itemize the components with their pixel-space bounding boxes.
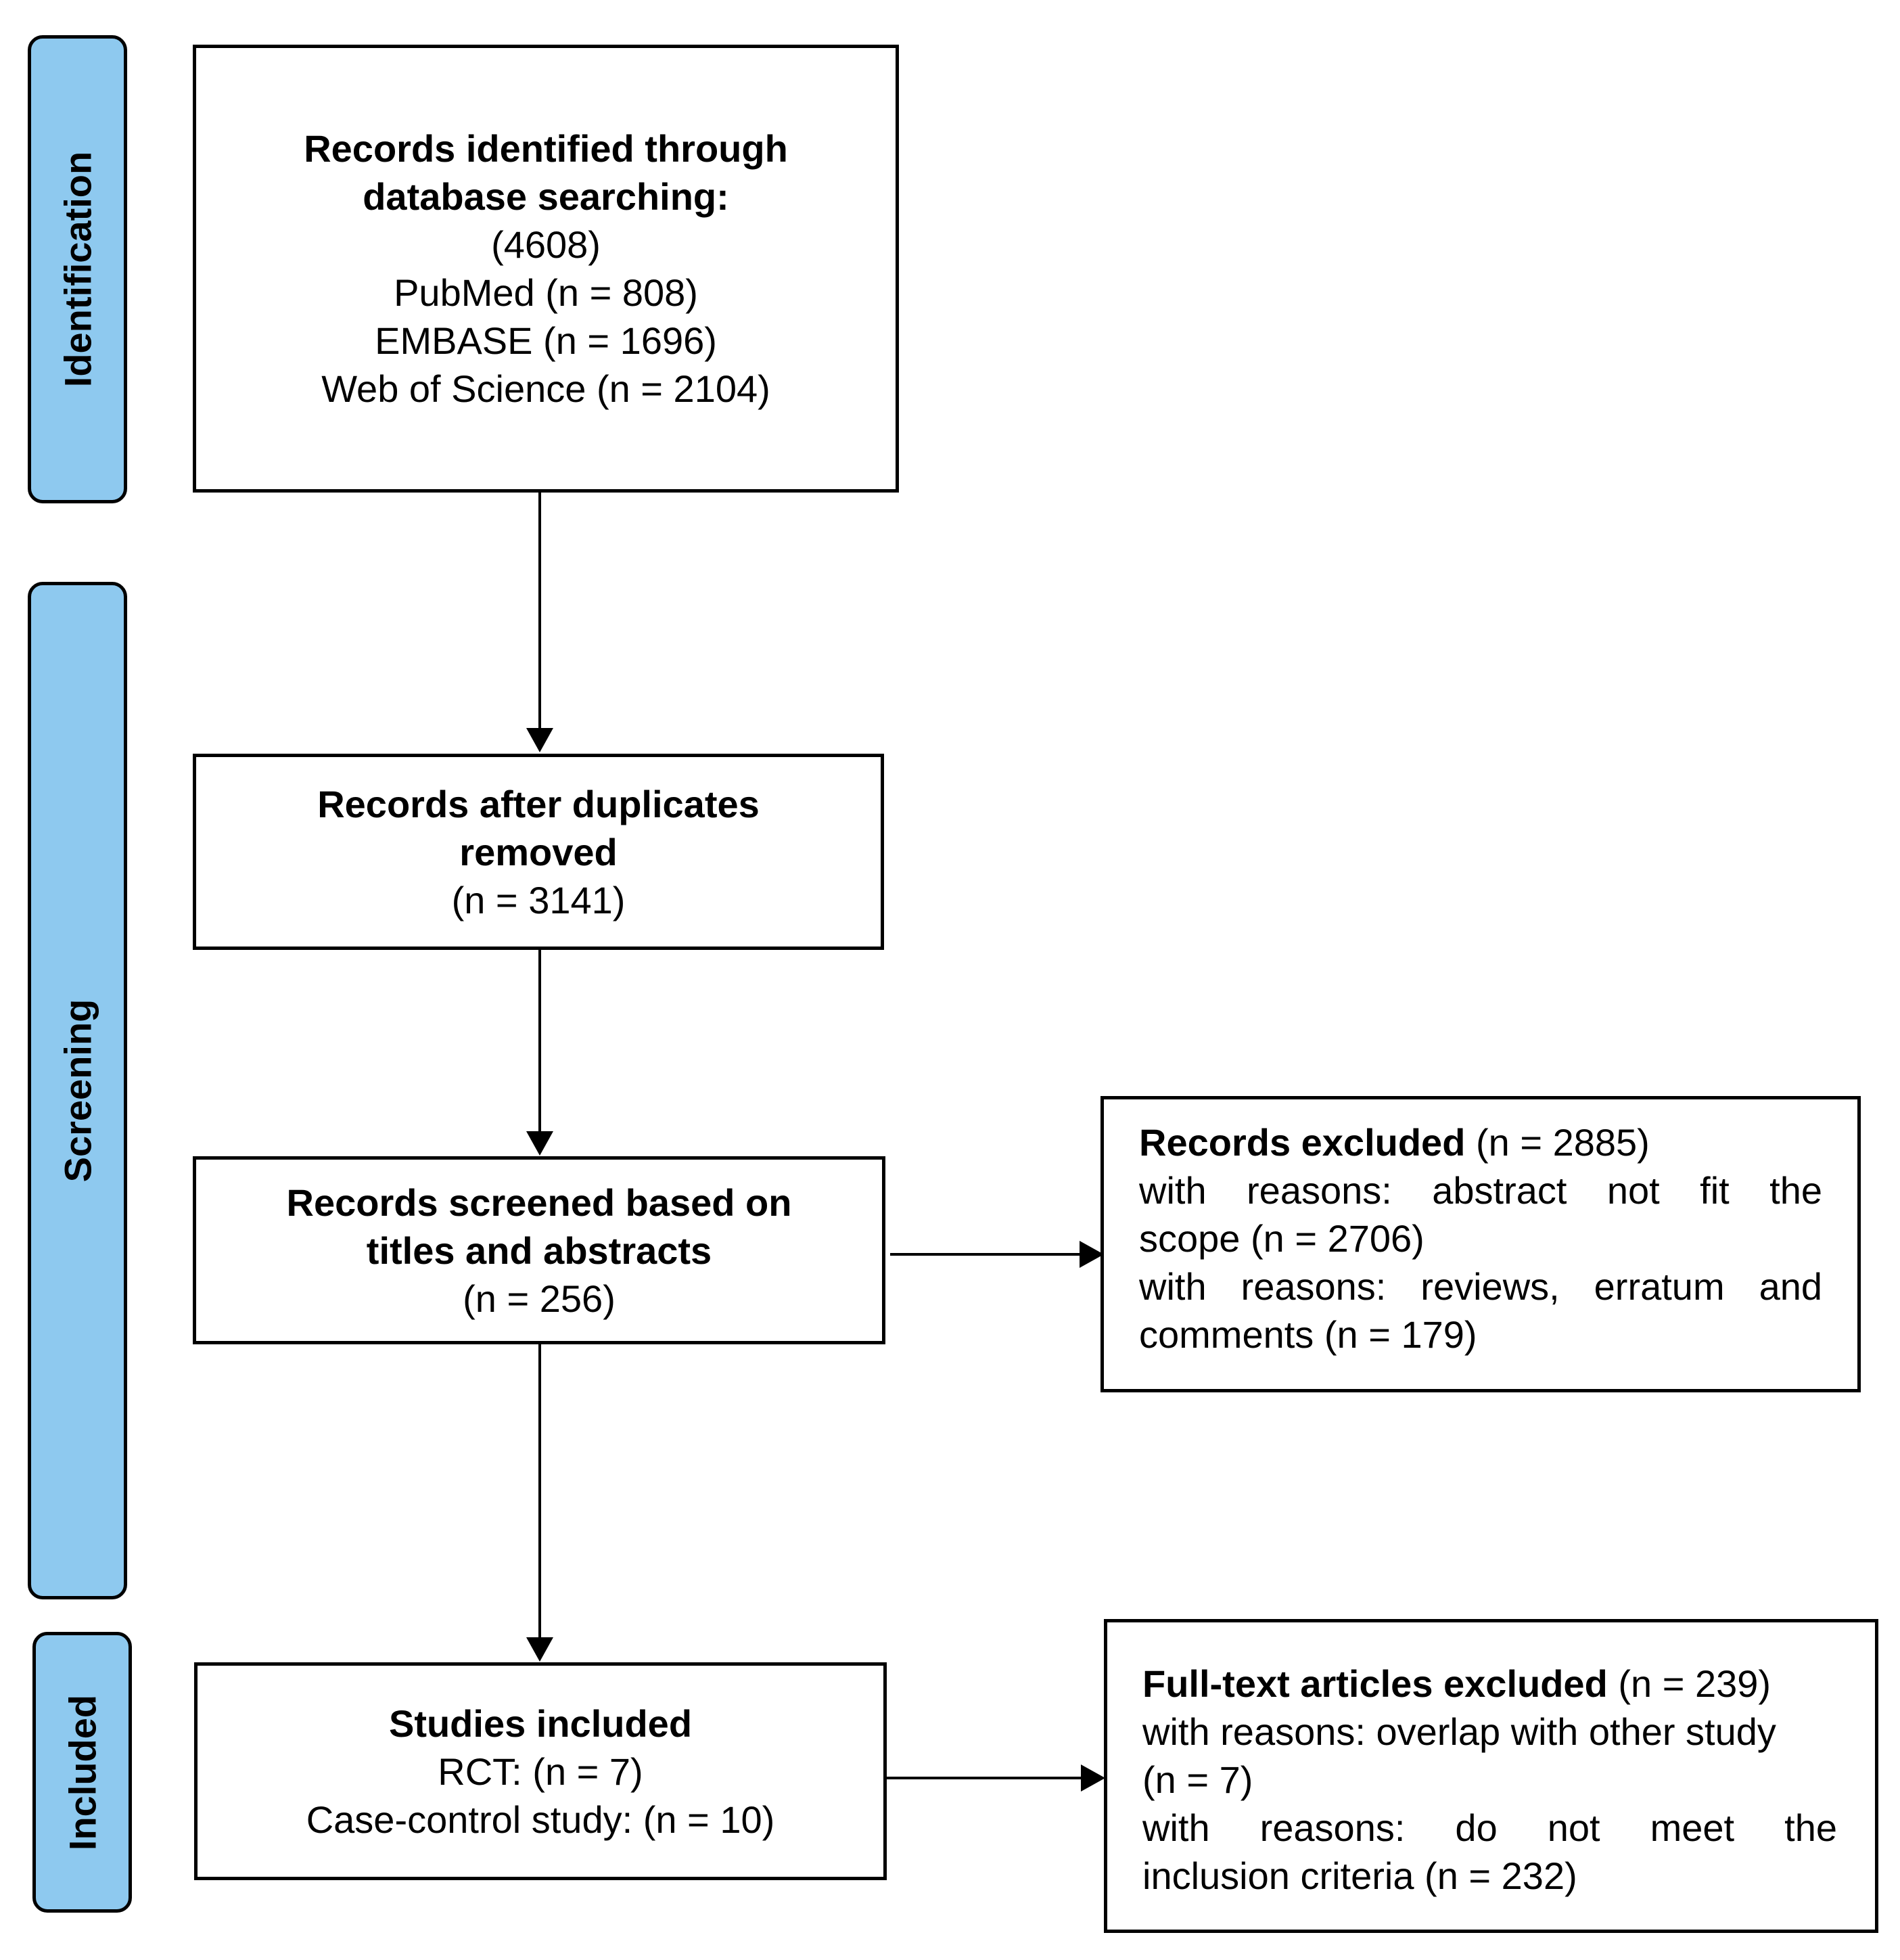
arrowhead-screened <box>526 1131 553 1156</box>
records-identified-title-2: database searching: <box>363 175 729 218</box>
included-rct: RCT: (n = 7) <box>438 1750 643 1793</box>
duplicates-count: (n = 3141) <box>451 878 626 921</box>
phase-identification: Identification <box>28 35 127 503</box>
fulltext-excluded-reason-1a: with reasons: overlap with other study <box>1142 1710 1776 1753</box>
records-excluded-reason-1a: with reasons: abstract not fit the <box>1139 1169 1822 1212</box>
records-identified-wos: Web of Science (n = 2104) <box>321 367 770 410</box>
phase-included: Included <box>32 1632 132 1913</box>
records-excluded-title: Records excluded <box>1139 1121 1466 1164</box>
records-identified-pubmed: PubMed (n = 808) <box>394 271 698 314</box>
box-records-identified: Records identified through database sear… <box>193 45 899 493</box>
fulltext-excluded-count: (n = 239) <box>1607 1662 1771 1705</box>
fulltext-excluded-reason-2b: inclusion criteria (n = 232) <box>1142 1854 1577 1897</box>
screened-title-2: titles and abstracts <box>366 1229 712 1272</box>
fulltext-excluded-reason-1b: (n = 7) <box>1142 1758 1253 1801</box>
screened-title-1: Records screened based on <box>286 1181 792 1224</box>
records-identified-title-1: Records identified through <box>304 127 788 170</box>
records-excluded-reason-2b: comments (n = 179) <box>1139 1313 1477 1356</box>
records-excluded-reason-2a: with reasons: reviews, erratum and <box>1139 1265 1822 1308</box>
included-case-control: Case-control study: (n = 10) <box>306 1798 775 1841</box>
screened-count: (n = 256) <box>463 1277 616 1320</box>
arrowhead-fulltext-excluded <box>1081 1764 1105 1792</box>
box-fulltext-excluded: Full-text articles excluded (n = 239) wi… <box>1104 1619 1878 1933</box>
box-studies-included: Studies included RCT: (n = 7) Case-contr… <box>194 1662 887 1880</box>
records-identified-embase: EMBASE (n = 1696) <box>375 319 717 362</box>
box-duplicates-removed: Records after duplicates removed (n = 31… <box>193 754 884 950</box>
arrowhead-records-excluded <box>1080 1241 1104 1268</box>
fulltext-excluded-title: Full-text articles excluded <box>1142 1662 1608 1705</box>
duplicates-title-2: removed <box>459 830 618 873</box>
records-identified-total: (4608) <box>491 223 601 266</box>
fulltext-excluded-heading: Full-text articles excluded (n = 239) <box>1142 1660 1837 1708</box>
records-excluded-reason-1b: scope (n = 2706) <box>1139 1217 1424 1260</box>
records-excluded-heading: Records excluded (n = 2885) <box>1139 1118 1822 1166</box>
arrowhead-included <box>526 1637 553 1662</box>
records-excluded-count: (n = 2885) <box>1465 1121 1650 1164</box>
included-title: Studies included <box>388 1702 693 1745</box>
phase-screening: Screening <box>28 582 127 1599</box>
duplicates-title-1: Records after duplicates <box>317 782 760 825</box>
fulltext-excluded-reason-2a: with reasons: do not meet the <box>1142 1806 1837 1849</box>
arrowhead-duplicates <box>526 728 553 752</box>
box-records-screened: Records screened based on titles and abs… <box>193 1156 885 1344</box>
box-records-excluded: Records excluded (n = 2885) with reasons… <box>1100 1096 1861 1392</box>
